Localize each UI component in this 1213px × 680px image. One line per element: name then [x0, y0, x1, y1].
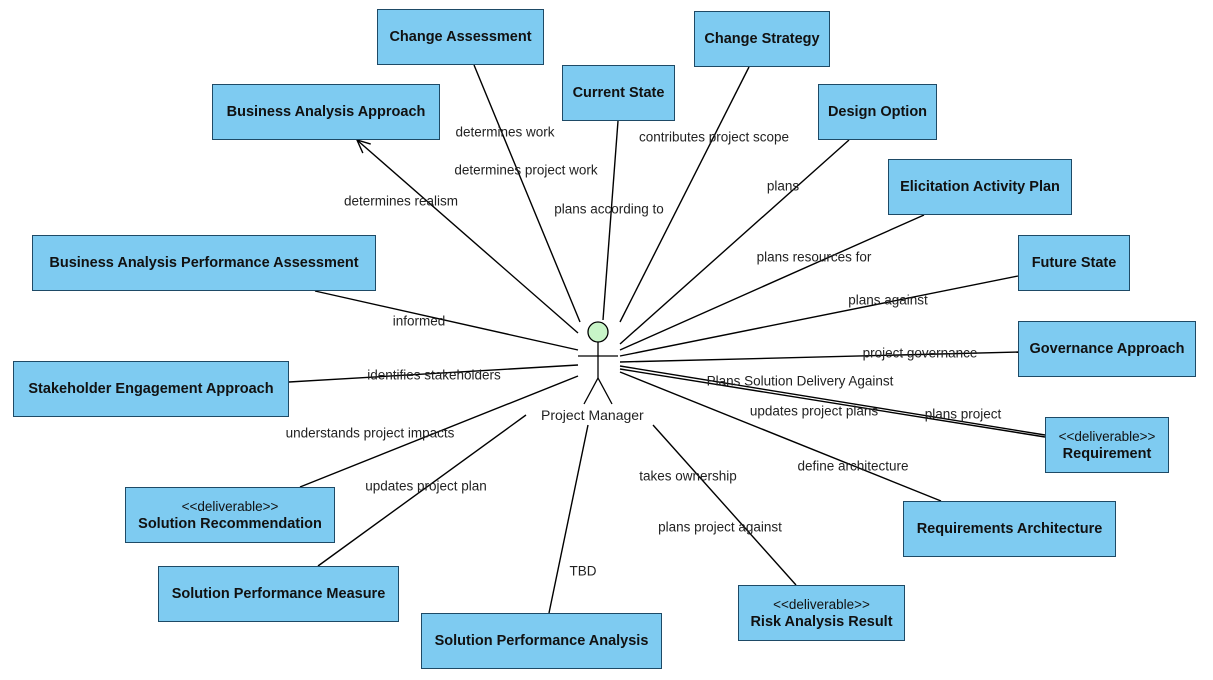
association-label: plans project against: [658, 519, 782, 535]
association-label: determines project work: [454, 162, 598, 178]
use-case-box-elicitation-activity-plan[interactable]: Elicitation Activity Plan: [888, 159, 1072, 215]
association-label: plans according to: [554, 201, 664, 217]
use-case-box-requirements-architecture[interactable]: Requirements Architecture: [903, 501, 1116, 557]
use-case-box-stakeholder-engagement-approach[interactable]: Stakeholder Engagement Approach: [13, 361, 289, 417]
box-title: Current State: [572, 85, 665, 101]
association-label: determines work: [455, 124, 555, 140]
use-case-box-future-state[interactable]: Future State: [1018, 235, 1130, 291]
association-line: [619, 368, 1046, 438]
association-line: [314, 290, 579, 351]
box-title: Design Option: [827, 104, 928, 120]
use-case-box-governance-approach[interactable]: Governance Approach: [1018, 321, 1196, 377]
association-label: informed: [392, 313, 446, 329]
association-line: [619, 351, 1019, 363]
association-label: Plans Solution Delivery Against: [706, 373, 894, 389]
box-title: Solution Performance Measure: [171, 586, 386, 602]
association-line: [619, 371, 942, 502]
association-line: [602, 120, 619, 321]
box-title: Governance Approach: [1029, 341, 1185, 357]
box-title: Solution Performance Analysis: [434, 633, 649, 649]
association-line: [356, 139, 579, 334]
actor-stick-figure-icon[interactable]: [578, 321, 618, 405]
association-label: understands project impacts: [285, 425, 455, 441]
use-case-box-risk-analysis-result[interactable]: <<deliverable>>Risk Analysis Result: [738, 585, 905, 641]
association-line: [473, 64, 581, 323]
association-label: project governance: [862, 345, 978, 361]
association-label: contributes project scope: [638, 129, 790, 145]
use-case-box-solution-performance-analysis[interactable]: Solution Performance Analysis: [421, 613, 662, 669]
association-label: updates project plan: [365, 478, 487, 494]
association-label: takes ownership: [639, 468, 737, 484]
use-case-box-business-analysis-approach[interactable]: Business Analysis Approach: [212, 84, 440, 140]
use-case-box-requirement[interactable]: <<deliverable>>Requirement: [1045, 417, 1169, 473]
use-case-box-solution-performance-measure[interactable]: Solution Performance Measure: [158, 566, 399, 622]
use-case-box-ba-performance-assessment[interactable]: Business Analysis Performance Assessment: [32, 235, 376, 291]
box-title: Business Analysis Performance Assessment: [49, 255, 359, 271]
use-case-box-change-assessment[interactable]: Change Assessment: [377, 9, 544, 65]
actor-name: Project Manager: [541, 407, 644, 423]
use-case-box-solution-recommendation[interactable]: <<deliverable>>Solution Recommendation: [125, 487, 335, 543]
arrow-head-icon: [355, 138, 371, 154]
association-label: determines realism: [343, 193, 459, 209]
box-title: Change Strategy: [704, 31, 820, 47]
association-line: [299, 375, 579, 488]
association-label: plans project: [924, 406, 1002, 422]
association-label: identifies stakeholders: [367, 367, 501, 383]
use-case-box-design-option[interactable]: Design Option: [818, 84, 937, 140]
box-title: Change Assessment: [389, 29, 532, 45]
association-line: [317, 414, 527, 567]
association-label: updates project plans: [749, 403, 879, 419]
box-title: Requirements Architecture: [916, 521, 1103, 537]
association-line: [548, 424, 589, 614]
box-title: Requirement: [1062, 445, 1152, 462]
association-line: [619, 214, 925, 351]
association-label: plans resources for: [756, 249, 872, 265]
association-label: plans against: [848, 292, 928, 308]
use-case-box-change-strategy[interactable]: Change Strategy: [694, 11, 830, 67]
association-line: [619, 365, 1046, 436]
association-line: [288, 364, 579, 383]
box-title: Solution Recommendation: [138, 515, 322, 532]
association-label: plans: [766, 178, 800, 194]
association-line: [619, 139, 850, 345]
stereotype-label: <<deliverable>>: [1058, 428, 1156, 444]
box-title: Stakeholder Engagement Approach: [28, 381, 274, 397]
box-title: Business Analysis Approach: [226, 104, 426, 120]
box-title: Elicitation Activity Plan: [900, 179, 1060, 195]
association-line: [619, 275, 1019, 357]
association-label: TBD: [569, 563, 597, 579]
box-title: Future State: [1031, 255, 1117, 271]
association-line: [619, 66, 750, 323]
box-title: Risk Analysis Result: [750, 613, 893, 630]
stereotype-label: <<deliverable>>: [181, 498, 279, 514]
association-label: define architecture: [797, 458, 909, 474]
stereotype-label: <<deliverable>>: [773, 596, 870, 612]
use-case-box-current-state[interactable]: Current State: [562, 65, 675, 121]
association-line: [652, 424, 797, 586]
